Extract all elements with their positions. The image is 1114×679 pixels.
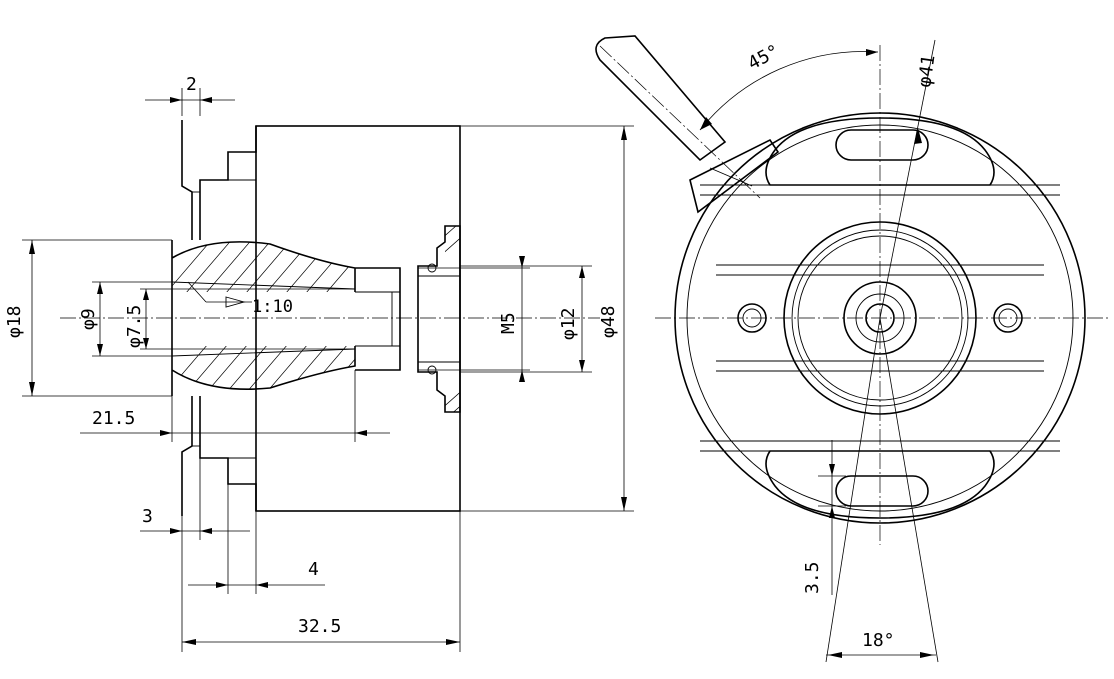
front-view — [595, 35, 1110, 545]
dim-len-32-5: 32.5 — [298, 616, 341, 637]
rear-cap — [417, 225, 461, 413]
dim-len-3: 3 — [142, 506, 153, 527]
hub-step — [199, 126, 257, 511]
mounting-slot-bottom — [835, 475, 929, 507]
cable — [595, 35, 727, 162]
dim-angle-45: 45° — [744, 41, 783, 75]
outer-housing-circle — [674, 112, 1086, 524]
dim-thread: M5 — [498, 312, 519, 334]
encoder-housing — [255, 125, 461, 512]
bearing-ring — [783, 221, 977, 415]
dim-slot-3-5: 3.5 — [802, 561, 823, 594]
front-flange-outline — [765, 117, 995, 186]
mounting-flange — [181, 120, 193, 516]
dim-dia-7-5: φ7.5 — [124, 305, 145, 348]
front-dimensions: 45° φ41 18° 3.5 — [699, 39, 939, 663]
side-view — [60, 120, 600, 516]
shaft-bore — [865, 303, 895, 333]
tapered-bore — [171, 281, 356, 357]
section-hatch-lower — [172, 346, 355, 390]
dim-dia-18: φ18 — [4, 305, 25, 338]
dim-dia-9: φ9 — [78, 308, 99, 330]
dim-dia-48: φ48 — [598, 305, 619, 338]
mounting-slot-top — [835, 129, 929, 161]
dim-dia-12: φ12 — [558, 307, 579, 340]
dim-taper: 1:10 — [252, 297, 293, 317]
dim-angle-18: 18° — [862, 630, 895, 651]
dim-len-4: 4 — [308, 559, 319, 580]
side-dimensions: 2 φ18 φ9 φ7.5 1:10 M5 — [4, 74, 634, 652]
dim-len-21-5: 21.5 — [92, 408, 135, 429]
dim-flange-gap: 2 — [186, 74, 197, 95]
section-hatch-upper — [172, 241, 355, 292]
dim-dia-41: φ41 — [914, 54, 939, 89]
